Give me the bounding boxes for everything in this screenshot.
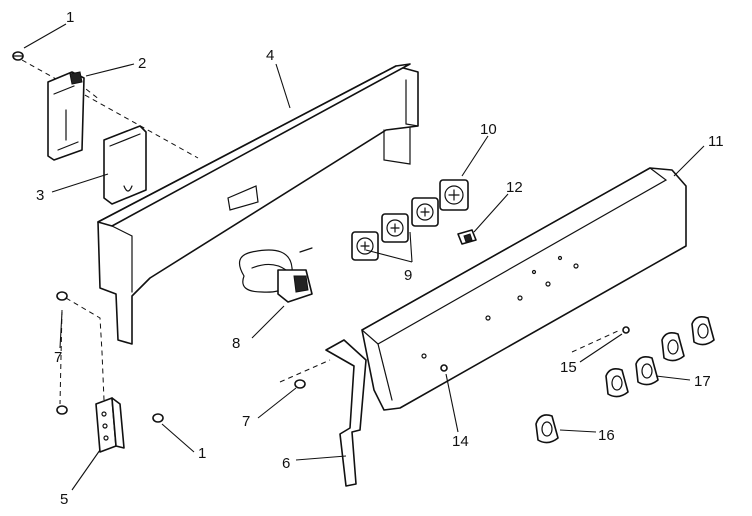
- callout-3: 3: [36, 187, 44, 204]
- switch-part-10: [439, 179, 469, 211]
- hinge-bracket-part-5: [95, 397, 125, 453]
- control-panel-part-11: [360, 167, 687, 411]
- callout-labels: 1 2 3 4 10 11 12 9 8 7 7 15 17 14 16 1 6…: [36, 9, 724, 508]
- switch-part-9-a: [351, 231, 379, 261]
- callout-15: 15: [560, 359, 577, 376]
- callout-11: 11: [708, 133, 724, 150]
- callout-14: 14: [452, 433, 469, 450]
- callout-5: 5: [60, 491, 68, 508]
- knob-part-16: [535, 414, 559, 444]
- callout-2: 2: [138, 55, 146, 72]
- screw-part-14: [440, 364, 448, 372]
- screw-part-7-right: [294, 379, 306, 389]
- screw-part-15: [622, 326, 630, 334]
- callout-8: 8: [232, 335, 240, 352]
- screw-part-1-bottom: [152, 413, 164, 423]
- switch-part-9-b: [381, 213, 409, 243]
- panel-hole-4: [573, 263, 579, 269]
- callout-7-right: 7: [242, 413, 250, 430]
- callout-4: 4: [266, 47, 274, 64]
- knob-part-17-a: [605, 368, 629, 398]
- panel-hole-5: [421, 353, 427, 359]
- callout-12: 12: [506, 179, 523, 196]
- backguard-part-4: [97, 63, 419, 345]
- callout-17: 17: [694, 373, 711, 390]
- thermostat-part-8: [238, 247, 313, 303]
- callout-7-left: 7: [54, 349, 62, 366]
- side-bracket-part-6: [325, 339, 367, 487]
- switch-part-9-c: [411, 197, 439, 227]
- bracket-part-3: [103, 125, 147, 205]
- screw-part-1-top: [12, 51, 24, 61]
- callout-16: 16: [598, 427, 615, 444]
- leader-lines: [23, 23, 705, 491]
- callout-9: 9: [404, 267, 412, 284]
- bracket-part-2: [47, 71, 85, 161]
- callout-1-top: 1: [66, 9, 74, 26]
- clip-part-12: [457, 229, 477, 245]
- panel-hole-1: [485, 315, 491, 321]
- panel-hole-2: [517, 295, 523, 301]
- screw-part-7-left-bottom: [56, 405, 68, 415]
- callout-1-bottom: 1: [198, 445, 206, 462]
- knob-part-17-b: [635, 356, 659, 386]
- assembly-lines: [21, 59, 621, 405]
- knob-part-17-d: [691, 316, 715, 346]
- callout-6: 6: [282, 455, 290, 472]
- screw-part-7-left-top: [56, 291, 68, 301]
- knob-part-17-c: [661, 332, 685, 362]
- callout-10: 10: [480, 121, 497, 138]
- panel-hole-3: [545, 281, 551, 287]
